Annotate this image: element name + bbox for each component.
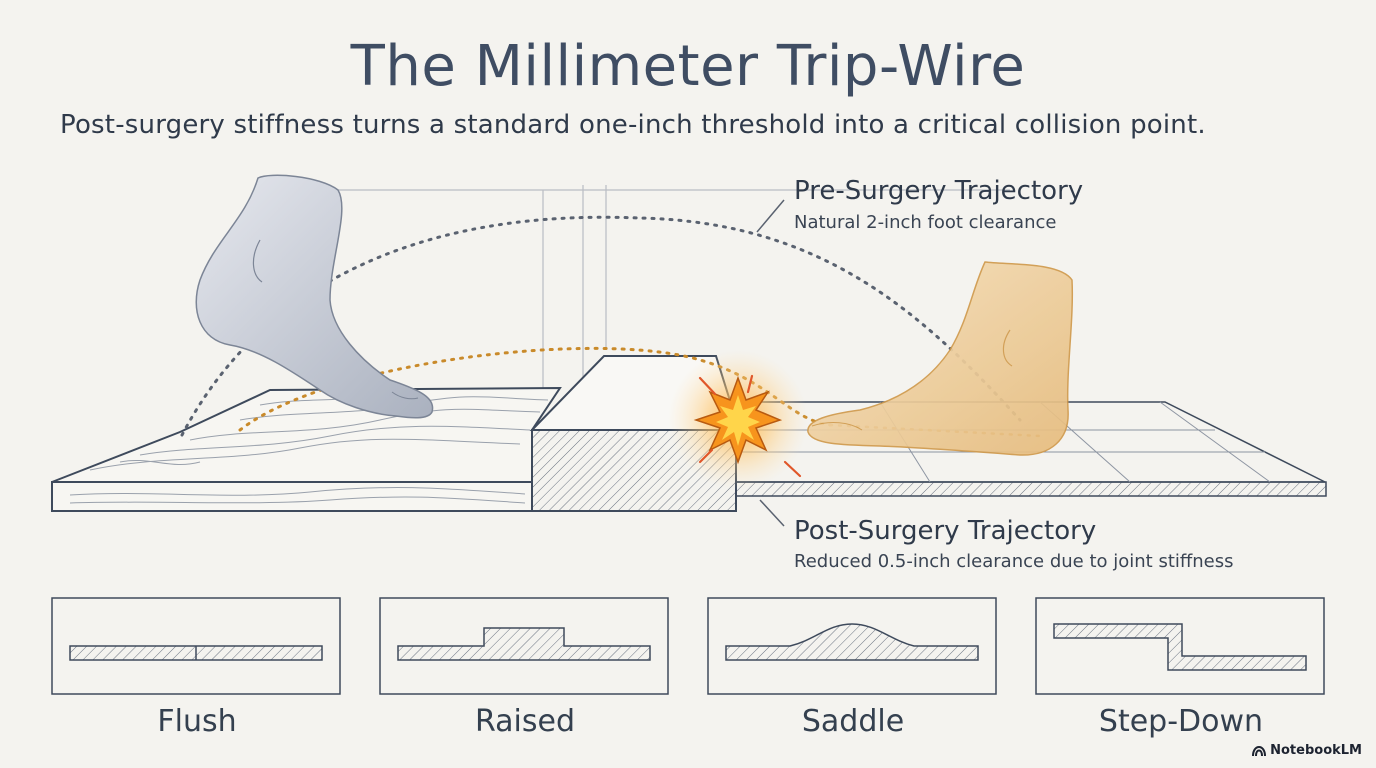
notebooklm-logo-icon	[1252, 745, 1267, 756]
post-surgery-description: Reduced 0.5-inch clearance due to joint …	[794, 551, 1234, 572]
page-title: The Millimeter Trip-Wire	[350, 34, 1026, 99]
pre-surgery-label: Pre-Surgery Trajectory	[794, 176, 1084, 206]
threshold-type-label-step-down: Step-Down	[1098, 704, 1264, 739]
threshold-type-label-raised: Raised	[474, 704, 576, 739]
threshold-type-flush-diagram	[51, 597, 341, 695]
brand-name: NotebookLM	[1270, 743, 1362, 758]
threshold-type-label-saddle: Saddle	[801, 704, 905, 739]
brand-badge: NotebookLM	[1252, 743, 1362, 758]
post-surgery-label: Post-Surgery Trajectory	[794, 516, 1097, 546]
pre-surgery-leader	[756, 199, 785, 233]
pre-surgery-description: Natural 2-inch foot clearance	[794, 212, 1057, 233]
ghost-foot	[195, 174, 434, 419]
post-surgery-leader	[759, 499, 785, 527]
wood-floor	[51, 386, 562, 512]
page-subtitle: Post-surgery stiffness turns a standard …	[60, 110, 1206, 140]
post-surgery-foot	[807, 261, 1074, 456]
threshold-type-saddle-diagram	[707, 597, 997, 695]
threshold-type-raised-diagram	[379, 597, 669, 695]
threshold-type-step-down-diagram	[1035, 597, 1325, 695]
door-frame	[262, 185, 1010, 390]
collision-impact	[668, 350, 808, 490]
pre-surgery-trajectory	[180, 215, 1022, 437]
threshold-type-label-flush: Flush	[157, 704, 237, 739]
